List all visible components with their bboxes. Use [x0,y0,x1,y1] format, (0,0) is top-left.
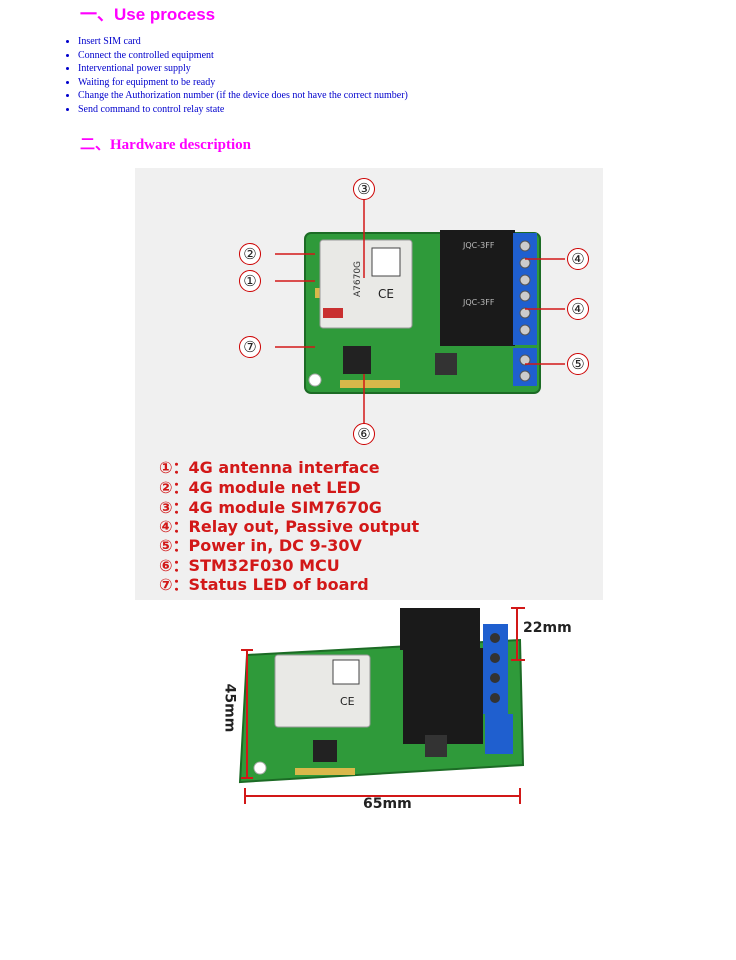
legend-line: ⑦：Status LED of board [159,575,369,594]
mcu-chip [313,740,337,762]
pin-header [340,380,400,388]
callout-3: ③ [353,178,375,200]
qr-code [332,659,360,685]
dimensions-illustration: CE [238,607,525,804]
mcu-chip [343,346,371,374]
mount-hole [308,373,322,387]
mount-hole [253,761,267,775]
list-item: Connect the controlled equipment [78,49,408,63]
callout-4b: ④ [567,298,589,320]
section-title-hardware: 二、Hardware description [80,137,251,153]
board-annotated-photo: A7670G CE JQC-3FF JQC-3FF ③ ② ① [135,168,603,600]
dimension-width-label: 45mm [221,683,238,733]
relay-2 [403,648,483,744]
list-item: Change the Authorization number (if the … [78,89,408,103]
inductor [435,353,457,375]
relay-1-brand: JQC-3FF [462,241,495,250]
relay-1 [400,608,480,650]
legend-line: ②：4G module net LED [159,478,361,497]
relay-1 [440,230,515,288]
callout-7: ⑦ [239,336,261,358]
qr-code [371,247,401,277]
section-title-use-process: 一、Use process [80,5,216,24]
list-item: Send command to control relay state [78,103,408,117]
legend-line: ④：Relay out, Passive output [159,517,420,536]
board-dimensions-photo: CE 22mm 45mm 65mm [135,600,603,820]
relay-2-brand: JQC-3FF [462,298,495,307]
callout-5: ⑤ [567,353,589,375]
callout-4a: ④ [567,248,589,270]
dimension-length-label: 65mm [363,796,412,812]
power-terminal-block [485,714,513,754]
relay-2 [440,286,515,346]
ce-mark: CE [340,695,355,708]
callout-6: ⑥ [353,423,375,445]
list-item: Interventional power supply [78,62,408,76]
callout-1: ① [239,270,261,292]
list-item: Waiting for equipment to be ready [78,76,408,90]
legend-line: ③：4G module SIM7670G [159,498,382,517]
dimension-height-label: 22mm [523,620,572,636]
list-item: Insert SIM card [78,35,408,49]
module-chip-label: A7670G [353,261,363,297]
callout-2: ② [239,243,261,265]
legend-line: ⑥：STM32F030 MCU [159,556,340,575]
use-process-list: Insert SIM card Connect the controlled e… [60,35,408,117]
simcom-logo [323,308,343,318]
board-illustration: A7670G CE JQC-3FF JQC-3FF [275,198,565,423]
legend-line: ①：4G antenna interface [159,458,380,477]
legend-line: ⑤：Power in, DC 9-30V [159,536,362,555]
inductor [425,735,447,757]
ce-mark: CE [378,287,394,301]
pin-header [295,768,355,775]
